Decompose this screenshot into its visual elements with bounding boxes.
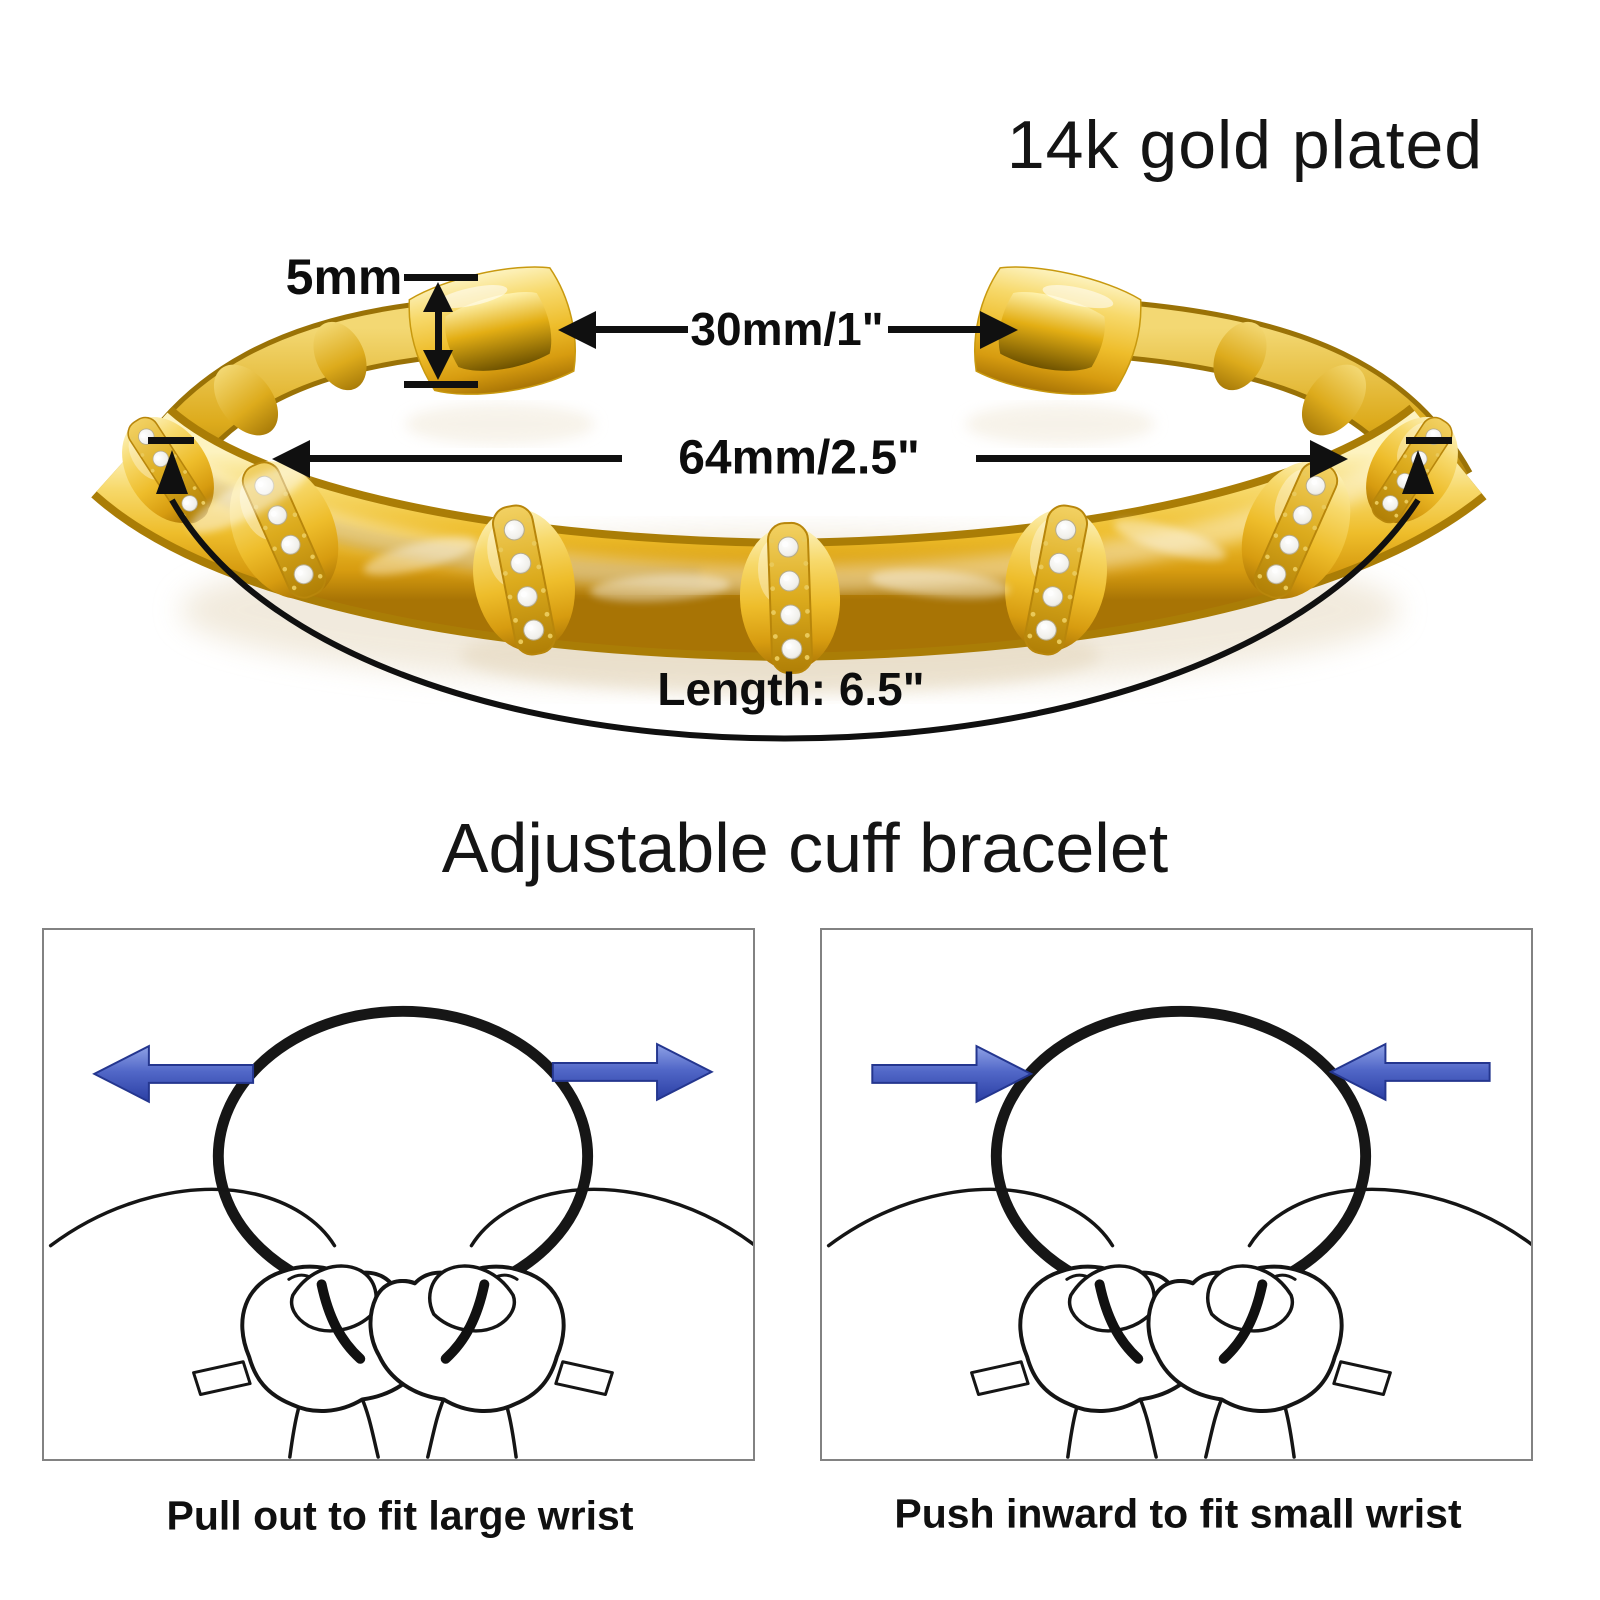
caption-push-inward: Push inward to fit small wrist [894,1490,1462,1537]
length-label: Length: 6.5" [657,663,925,715]
bracelet-illustration [91,266,1487,742]
caption-pull-out: Pull out to fit large wrist [166,1492,634,1539]
push-inward-diagram [822,930,1531,1459]
dimension-annotations [148,274,1452,742]
instruction-box-push-inward [820,928,1533,1461]
arrow-left-icon [92,1044,255,1104]
cuff-end-left [408,266,576,395]
material-label: 14k gold plated [1006,107,1484,183]
band-highlights [189,462,1226,602]
width-dimension-arrow [404,274,478,388]
width-label: 5mm [285,249,403,305]
length-arc [148,437,1452,742]
pull-out-diagram [44,930,753,1459]
opening-dimension-arrow [558,311,1018,349]
arrow-right-icon [551,1042,714,1102]
arrow-left-icon [1328,1042,1491,1102]
diameter-label: 64mm/2.5" [678,431,920,485]
cuff-end-right [974,266,1142,395]
arrow-right-icon [871,1044,1034,1104]
instruction-box-pull-out [42,928,755,1461]
diameter-dimension-arrow [272,440,1348,478]
opening-label: 30mm/1" [690,303,884,355]
section-title: Adjustable cuff bracelet [441,809,1169,887]
